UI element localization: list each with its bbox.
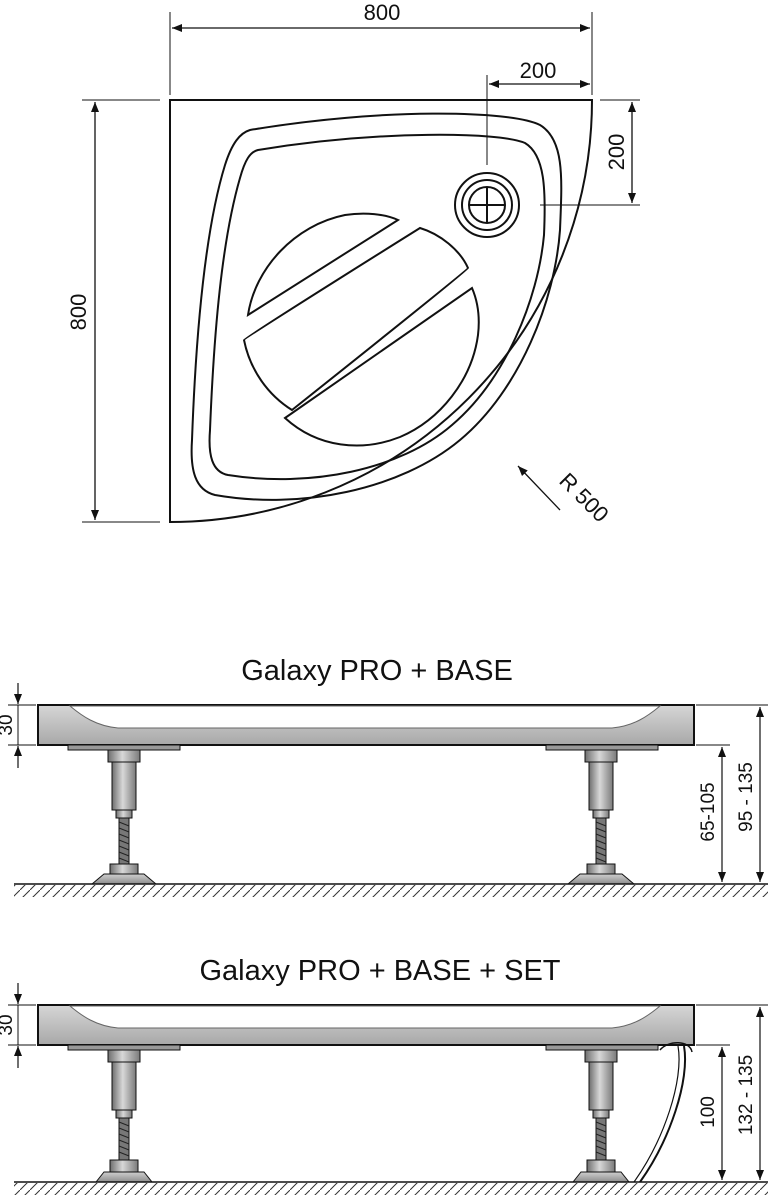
antislip-pattern	[242, 212, 480, 447]
section-base-total-range-label: 95 - 135	[736, 762, 757, 832]
section-set-title: Galaxy PRO + BASE + SET	[199, 955, 560, 987]
section-set-total-range-label: 132 - 135	[736, 1055, 757, 1135]
section-base-title: Galaxy PRO + BASE	[241, 655, 513, 687]
plan-view: 800 800 200 200 R 500	[66, 0, 640, 527]
right-leg	[571, 1049, 631, 1183]
tray-rim	[190, 112, 563, 501]
section-set: Galaxy PRO + BASE + SET	[0, 955, 768, 1195]
section-base: Galaxy PRO + BASE	[0, 655, 768, 897]
left-leg	[94, 1049, 154, 1183]
width-dimension-label: 800	[364, 0, 401, 25]
drain-icon	[454, 172, 520, 238]
left-leg	[90, 749, 158, 885]
drain-offset-x-label: 200	[520, 58, 557, 83]
section-base-tray-height-label: 30	[0, 714, 17, 735]
radius-label: R 500	[554, 468, 613, 527]
section-set-tray-height-label: 30	[0, 1014, 17, 1035]
drain-offset-y-label: 200	[604, 134, 629, 171]
height-dimension-label: 800	[66, 294, 91, 331]
section-set-leg-height-label: 100	[698, 1096, 719, 1128]
tray-basin	[208, 133, 546, 481]
section-base-leg-range-label: 65-105	[698, 782, 719, 841]
right-leg	[566, 749, 636, 885]
front-panel	[633, 1042, 693, 1183]
